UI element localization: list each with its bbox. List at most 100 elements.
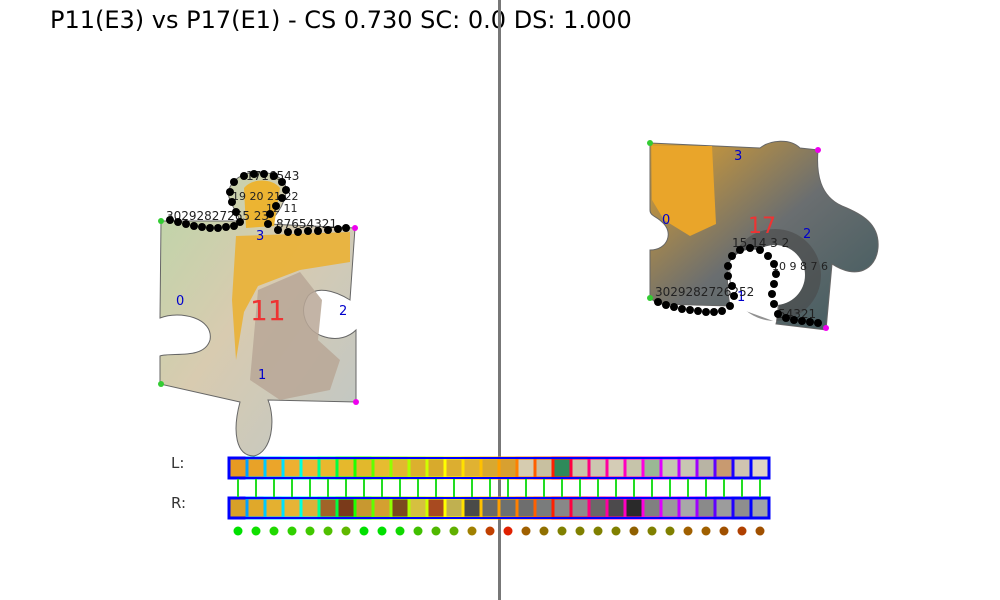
left-strip-frame — [228, 457, 770, 479]
left-corner-dot — [158, 381, 164, 387]
match-score-dot — [305, 526, 315, 536]
right-color-swatch — [425, 496, 447, 520]
right-color-swatch — [569, 496, 591, 520]
contour-point — [198, 223, 206, 231]
right-color-swatch — [389, 496, 411, 520]
left-corner-dot — [352, 225, 358, 231]
contour-point — [272, 202, 280, 210]
left-color-swatch — [263, 456, 285, 480]
contour-point — [730, 292, 738, 300]
match-score-dot — [539, 526, 549, 536]
match-score-dot — [701, 526, 711, 536]
right-piece-notch-fill — [730, 249, 779, 322]
match-score-dot — [359, 526, 369, 536]
match-score-dot — [485, 526, 495, 536]
match-score-dot — [683, 526, 693, 536]
contour-point — [662, 301, 670, 309]
left-color-swatch — [731, 456, 753, 480]
right-color-swatch — [227, 496, 249, 520]
match-score-dot — [233, 526, 243, 536]
left-point-labels-top: 30292827265 23 — [166, 209, 269, 223]
right-point-labels-bottom: 3029282726252 — [655, 285, 754, 299]
contour-point — [768, 290, 776, 298]
match-score-dot — [503, 526, 513, 536]
left-color-swatch — [497, 456, 519, 480]
contour-point — [736, 246, 744, 254]
right-color-swatch — [461, 496, 483, 520]
contour-point — [240, 172, 248, 180]
contour-point — [770, 280, 778, 288]
contour-point — [264, 220, 272, 228]
contour-point — [710, 308, 718, 316]
match-score-dot — [521, 526, 531, 536]
right-color-swatch — [299, 496, 321, 520]
right-color-swatch — [245, 496, 267, 520]
contour-point — [686, 306, 694, 314]
left-corner-dot — [353, 399, 359, 405]
contour-point — [278, 194, 286, 202]
left-color-swatch — [695, 456, 717, 480]
right-color-swatch — [605, 496, 627, 520]
contour-point — [226, 188, 234, 196]
contour-point — [214, 224, 222, 232]
contour-point — [206, 224, 214, 232]
right-edge-label-1: 1 — [737, 290, 745, 305]
right-color-swatch — [641, 496, 663, 520]
contour-point — [798, 317, 806, 325]
right-color-swatch — [677, 496, 699, 520]
contour-point — [342, 224, 350, 232]
page-title: P11(E3) vs P17(E1) - CS 0.730 SC: 0.0 DS… — [50, 6, 632, 34]
left-edge-label-2: 2 — [339, 304, 347, 319]
match-score-dot — [755, 526, 765, 536]
match-score-dot — [647, 526, 657, 536]
left-color-swatch — [407, 456, 429, 480]
right-color-swatch — [263, 496, 285, 520]
right-color-swatch — [551, 496, 573, 520]
contour-point — [284, 228, 292, 236]
contour-point — [782, 314, 790, 322]
match-score-dot — [611, 526, 621, 536]
right-color-swatch — [335, 496, 357, 520]
left-color-swatch — [569, 456, 591, 480]
contour-point — [324, 226, 332, 234]
left-color-swatch — [317, 456, 339, 480]
right-corner-dot — [647, 295, 653, 301]
contour-point — [726, 302, 734, 310]
right-color-swatch — [497, 496, 519, 520]
contour-point — [182, 220, 190, 228]
contour-point — [790, 316, 798, 324]
contour-point — [774, 310, 782, 318]
left-color-swatch — [551, 456, 573, 480]
match-score-dot — [413, 526, 423, 536]
left-color-swatch — [641, 456, 663, 480]
contour-point — [770, 300, 778, 308]
right-strip-label: R: — [171, 494, 186, 512]
right-contour-points — [654, 244, 822, 327]
right-edge-label-0: 0 — [662, 213, 670, 228]
contour-point — [702, 308, 710, 316]
contour-point — [772, 270, 780, 278]
contour-point — [266, 210, 274, 218]
left-color-swatch — [605, 456, 627, 480]
contour-point — [232, 208, 240, 216]
left-color-swatch — [587, 456, 609, 480]
right-point-labels-notch2: 10 9 8 7 6 — [772, 260, 828, 273]
left-color-swatch — [353, 456, 375, 480]
right-color-swatch — [731, 496, 753, 520]
color-comparison-strips — [227, 456, 771, 536]
right-corner-dot — [823, 325, 829, 331]
right-color-swatch — [407, 496, 429, 520]
left-color-swatch — [533, 456, 555, 480]
contour-point — [694, 307, 702, 315]
left-point-labels-right: 87654321 — [276, 217, 337, 231]
contour-point — [274, 226, 282, 234]
left-piece-helmet — [232, 232, 350, 360]
left-puzzle-piece: 11 0 1 2 3 30292827265 23 87654321 17165… — [158, 169, 359, 457]
match-score-dot — [287, 526, 297, 536]
left-corner-dot — [158, 218, 164, 224]
contour-point — [236, 218, 244, 226]
right-color-swatch — [353, 496, 375, 520]
contour-point — [724, 272, 732, 280]
left-color-swatch — [335, 456, 357, 480]
